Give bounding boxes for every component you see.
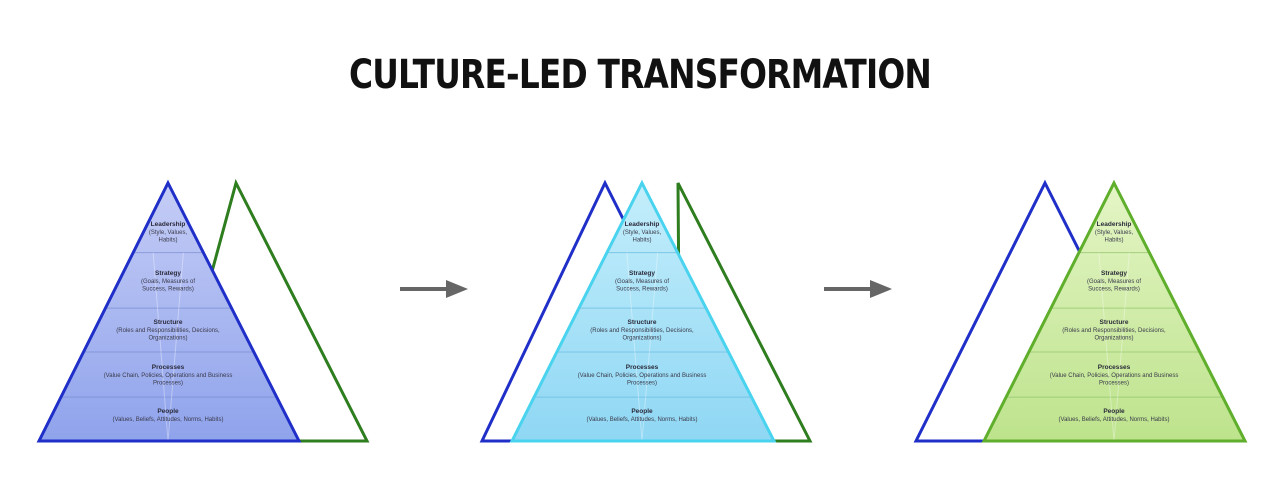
layer-description: (Value Chain, Policies, Operations and B… <box>104 373 233 379</box>
panel-transition-state: Leadership (Style, Values, Habits) Strategy… <box>479 179 813 443</box>
panel-current-state: Leadership (Style, Values, Habits) Strategy… <box>36 178 370 443</box>
layer-description: (Values, Beliefs, Attitudes, Norms, Habi… <box>587 417 698 423</box>
layer-title: Strategy <box>155 270 181 277</box>
arrow-right-icon <box>824 280 892 298</box>
layer-title: People <box>631 408 653 415</box>
layer-description: (Goals, Measures of <box>615 279 669 285</box>
layer-description: Organizations) <box>1094 336 1133 342</box>
layer-description: (Value Chain, Policies, Operations and B… <box>578 373 707 379</box>
layer-title: Processes <box>1098 364 1131 371</box>
layer-description: Success, Rewards) <box>1088 287 1140 293</box>
layer-description: Organizations) <box>622 336 661 342</box>
blue-filled-pyramid: Leadership (Style, Values, Habits) Strategy… <box>36 179 302 443</box>
layer-description: (Values, Beliefs, Attitudes, Norms, Habi… <box>113 417 224 423</box>
layer-title: Leadership <box>151 221 186 228</box>
arrow-right-icon <box>400 280 468 298</box>
layer-title: Processes <box>152 364 185 371</box>
layer-title: People <box>1103 408 1125 415</box>
layer-title: Processes <box>626 364 659 371</box>
layer-description: Habits) <box>1104 238 1123 244</box>
layer-description: Processes) <box>1099 381 1129 387</box>
layer-description: Habits) <box>632 238 651 244</box>
layer-description: Success, Rewards) <box>142 287 194 293</box>
layer-title: People <box>157 408 179 415</box>
layer-description: (Style, Values, <box>623 230 662 236</box>
layer-description: (Roles and Responsibilities, Decisions, <box>1062 328 1166 334</box>
layer-description: Success, Rewards) <box>616 287 668 293</box>
layer-description: (Goals, Measures of <box>141 279 195 285</box>
layer-description: Processes) <box>627 381 657 387</box>
layer-description: (Value Chain, Policies, Operations and B… <box>1050 373 1179 379</box>
panel-target-state: Leadership (Style, Values, Habits) Strategy… <box>913 179 1248 443</box>
layer-description: (Goals, Measures of <box>1087 279 1141 285</box>
green-filled-pyramid: Leadership (Style, Values, Habits) Strategy… <box>981 179 1248 443</box>
layer-title: Strategy <box>629 270 655 277</box>
layer-description: Processes) <box>153 381 183 387</box>
layer-description: Organizations) <box>148 336 187 342</box>
layer-title: Leadership <box>625 221 660 228</box>
layer-description: (Style, Values, <box>1095 230 1134 236</box>
cyan-filled-pyramid: Leadership (Style, Values, Habits) Strategy… <box>509 179 777 443</box>
layer-title: Structure <box>154 319 183 326</box>
layer-description: (Values, Beliefs, Attitudes, Norms, Habi… <box>1059 417 1170 423</box>
layer-description: Habits) <box>158 238 177 244</box>
layer-description: (Roles and Responsibilities, Decisions, <box>590 328 694 334</box>
layer-title: Leadership <box>1097 221 1132 228</box>
layer-title: Structure <box>628 319 657 326</box>
layer-description: (Roles and Responsibilities, Decisions, <box>116 328 220 334</box>
layer-description: (Style, Values, <box>149 230 188 236</box>
layer-title: Structure <box>1100 319 1129 326</box>
page-title: CULTURE-LED TRANSFORMATION <box>348 52 932 98</box>
layer-title: Strategy <box>1101 270 1127 277</box>
